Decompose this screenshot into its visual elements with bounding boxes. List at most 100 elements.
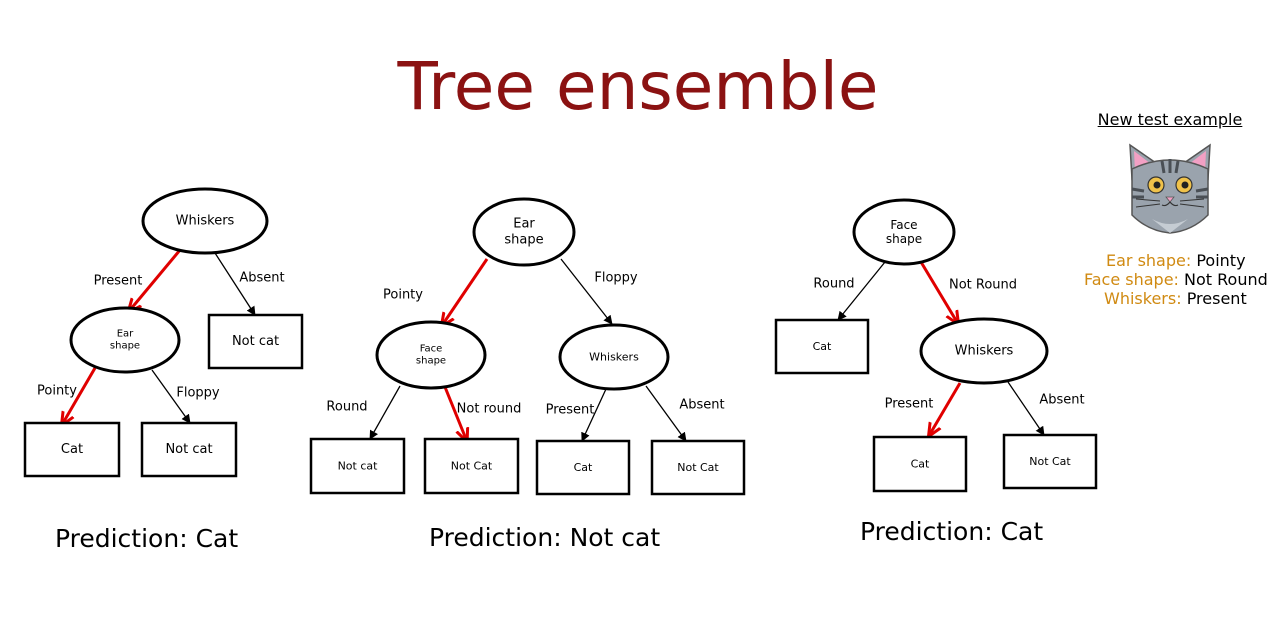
tree-node-left-leaf: Cat	[774, 318, 870, 375]
prediction-path-arrow	[130, 249, 182, 310]
tree-edge	[581, 388, 607, 442]
node-label: Not cat	[165, 442, 212, 457]
test-example-heading: New test example	[1097, 110, 1243, 129]
tree-edges	[63, 249, 1045, 442]
node-label: Whiskers	[955, 344, 1014, 359]
prediction-path-arrow	[919, 261, 957, 322]
tree-node-ll-leaf: Cat	[23, 421, 121, 478]
leaf-node	[535, 439, 631, 496]
decision-node	[472, 197, 576, 267]
decision-node	[558, 323, 670, 391]
tree-edge	[214, 252, 256, 316]
edge-label: Absent	[239, 271, 284, 286]
tree-1-prediction: Prediction: Cat	[55, 524, 239, 553]
prediction-path-arrow	[443, 258, 489, 324]
edge-label: Present	[546, 403, 595, 418]
tree-edge	[151, 369, 191, 424]
node-label: Not cat	[232, 334, 279, 349]
edge-label: Absent	[679, 398, 724, 413]
decision-node	[69, 306, 181, 374]
leaf-node	[774, 318, 870, 375]
node-label: Not Cat	[1029, 455, 1071, 468]
prediction-path-arrow	[930, 382, 962, 434]
leaf-node	[423, 437, 520, 495]
test-example-panel: New test example	[1080, 110, 1260, 243]
slide-title: Tree ensemble	[397, 48, 879, 125]
prediction-path-arrow	[443, 386, 466, 439]
node-label: shape	[886, 232, 922, 246]
decision-node	[141, 187, 269, 255]
tree-node-rr-leaf: Not Cat	[1002, 433, 1098, 490]
tree-2-prediction: Prediction: Not cat	[429, 523, 661, 552]
feature-key: Ear shape:	[1106, 251, 1192, 270]
feature-key: Whiskers:	[1104, 289, 1182, 308]
edge-label: Present	[885, 397, 934, 412]
leaf-node	[1002, 433, 1098, 490]
node-label: Cat	[813, 340, 832, 353]
tree-node-right: Whiskers	[558, 323, 670, 391]
node-label: Not Cat	[451, 460, 493, 473]
feature-key: Face shape:	[1084, 270, 1179, 289]
leaf-node	[207, 313, 304, 370]
leaf-node	[23, 421, 121, 478]
node-label: Ear	[117, 329, 134, 340]
tree-node-lr-leaf: Not Cat	[423, 437, 520, 495]
feature-face-shape: Face shape: Not Round	[1084, 270, 1268, 289]
feature-ear-shape: Ear shape: Pointy	[1106, 251, 1246, 270]
decision-node	[919, 317, 1049, 385]
edge-label: Not Round	[949, 278, 1017, 293]
decision-node	[852, 198, 956, 266]
node-label: Whiskers	[589, 351, 639, 364]
tree-node-root: Whiskers	[141, 187, 269, 255]
edge-label: Round	[813, 277, 854, 292]
node-label: Cat	[574, 461, 593, 474]
feature-value: Not Round	[1184, 270, 1268, 289]
tree-node-lr-leaf: Not cat	[140, 421, 238, 478]
leaf-node	[650, 439, 746, 496]
tree-edge	[369, 385, 401, 440]
node-label: Face	[420, 344, 443, 355]
tree-node-rl-leaf: Cat	[535, 439, 631, 496]
node-label: Face	[890, 218, 917, 232]
edge-label: Pointy	[383, 288, 423, 303]
edge-label: Floppy	[594, 271, 638, 286]
tree-edge	[645, 385, 687, 442]
feature-value: Pointy	[1196, 251, 1246, 270]
cat-face-icon	[1129, 143, 1211, 234]
leaf-node	[140, 421, 238, 478]
edge-label: Pointy	[37, 384, 77, 399]
node-label: Whiskers	[176, 214, 235, 229]
edge-label: Floppy	[176, 386, 220, 401]
tree-edge	[837, 261, 886, 321]
node-label: Ear	[513, 217, 535, 232]
node-label: Cat	[61, 442, 83, 457]
tree-3-prediction: Prediction: Cat	[860, 517, 1044, 546]
tree-edge	[1007, 381, 1045, 436]
decision-node	[375, 320, 487, 390]
node-label: Cat	[911, 458, 930, 471]
tree-node-rr-leaf: Not Cat	[650, 439, 746, 496]
node-label: shape	[110, 341, 140, 352]
node-label: Not cat	[338, 460, 379, 473]
node-label: Not Cat	[677, 461, 719, 474]
feature-whiskers: Whiskers: Present	[1104, 289, 1247, 308]
edge-label: Round	[326, 400, 367, 415]
tree-node-right-leaf: Not cat	[207, 313, 304, 370]
tree-node-rl-leaf: Cat	[872, 435, 968, 493]
tree-edge	[560, 258, 613, 325]
leaf-node	[872, 435, 968, 493]
edge-label: Absent	[1039, 393, 1084, 408]
edge-label: Not round	[457, 402, 522, 417]
node-label: shape	[416, 356, 446, 367]
tree-node-right: Whiskers	[919, 317, 1049, 385]
prediction-path-arrow	[63, 367, 97, 423]
edge-label: Present	[94, 274, 143, 289]
leaf-node	[309, 437, 406, 495]
